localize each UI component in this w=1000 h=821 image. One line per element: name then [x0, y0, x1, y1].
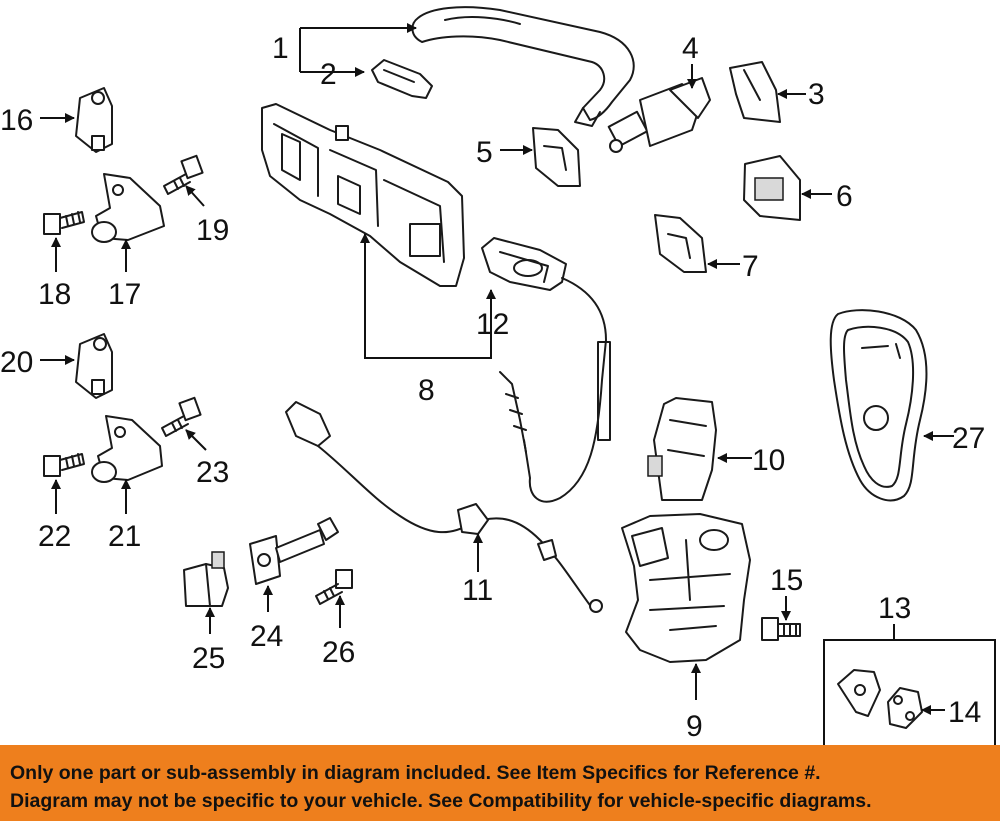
- part-10-shield: [647, 397, 717, 501]
- part-11-cable: [285, 401, 603, 613]
- callout-12: 12: [476, 308, 509, 341]
- part-23-bolt: [161, 396, 202, 437]
- disclaimer-banner: Only one part or sub-assembly in diagram…: [0, 745, 1000, 821]
- part-9-door-latch: [621, 513, 751, 663]
- callout-13: 13: [878, 592, 911, 625]
- part-21-hinge: [91, 415, 163, 483]
- part-20-hinge-bracket: [75, 333, 113, 399]
- callout-26: 26: [322, 636, 355, 669]
- part-7-pad: [654, 214, 707, 273]
- part-27-trim-panel: [829, 309, 928, 502]
- part-22-bolt: [43, 453, 85, 477]
- callout-6: 6: [836, 180, 853, 213]
- callout-8: 8: [418, 374, 435, 407]
- part-25-clip: [183, 551, 229, 607]
- part-15-bolt: [761, 617, 801, 641]
- callout-17: 17: [108, 278, 141, 311]
- callout-27: 27: [952, 422, 985, 455]
- callout-numbers: 1 2 3 4 5 6 7 8 9 10 11 12 13 14 15 16 1…: [0, 32, 985, 743]
- part-19-bolt: [163, 154, 204, 195]
- callout-11: 11: [462, 574, 493, 607]
- part-5-pad: [532, 127, 581, 187]
- part-1-outside-handle: [411, 6, 635, 127]
- callout-23: 23: [196, 456, 229, 489]
- part-12-bracket-cable: [481, 237, 611, 503]
- callout-22: 22: [38, 520, 71, 553]
- part-24-door-check: [249, 517, 339, 585]
- callout-10: 10: [752, 444, 785, 477]
- callout-5: 5: [476, 136, 493, 169]
- part-13-sub-assembly-box: [823, 624, 996, 745]
- callout-18: 18: [38, 278, 71, 311]
- part-6-housing: [743, 155, 801, 221]
- callout-19: 19: [196, 214, 229, 247]
- callout-15: 15: [770, 564, 803, 597]
- callout-2: 2: [320, 58, 337, 91]
- callout-1: 1: [272, 32, 289, 65]
- part-18-bolt: [43, 211, 85, 235]
- part-17-hinge: [91, 173, 165, 243]
- part-26-bolt: [315, 569, 353, 605]
- callout-16: 16: [0, 104, 33, 137]
- door-lock-parts-diagram: 1 2 3 4 5 6 7 8 9 10 11 12 13 14 15 16 1…: [0, 6, 996, 745]
- part-4-lock-cylinder: [607, 77, 711, 153]
- callout-24: 24: [250, 620, 283, 653]
- callout-7: 7: [742, 250, 759, 283]
- disclaimer-line-2: Diagram may not be specific to your vehi…: [10, 790, 872, 812]
- callout-14: 14: [948, 696, 981, 729]
- callout-9: 9: [686, 710, 703, 743]
- leader-lines: [40, 23, 954, 715]
- callout-21: 21: [108, 520, 141, 553]
- callout-3: 3: [808, 78, 825, 111]
- part-16-hinge-bracket: [75, 87, 113, 153]
- part-3-cover: [729, 61, 781, 123]
- callout-4: 4: [682, 32, 699, 65]
- callout-20: 20: [0, 346, 33, 379]
- callout-25: 25: [192, 642, 225, 675]
- disclaimer-line-1: Only one part or sub-assembly in diagram…: [10, 762, 821, 784]
- part-14-gasket: [887, 687, 923, 729]
- part-2-handle-gasket: [371, 59, 433, 99]
- part-8-handle-bracket: [261, 103, 465, 287]
